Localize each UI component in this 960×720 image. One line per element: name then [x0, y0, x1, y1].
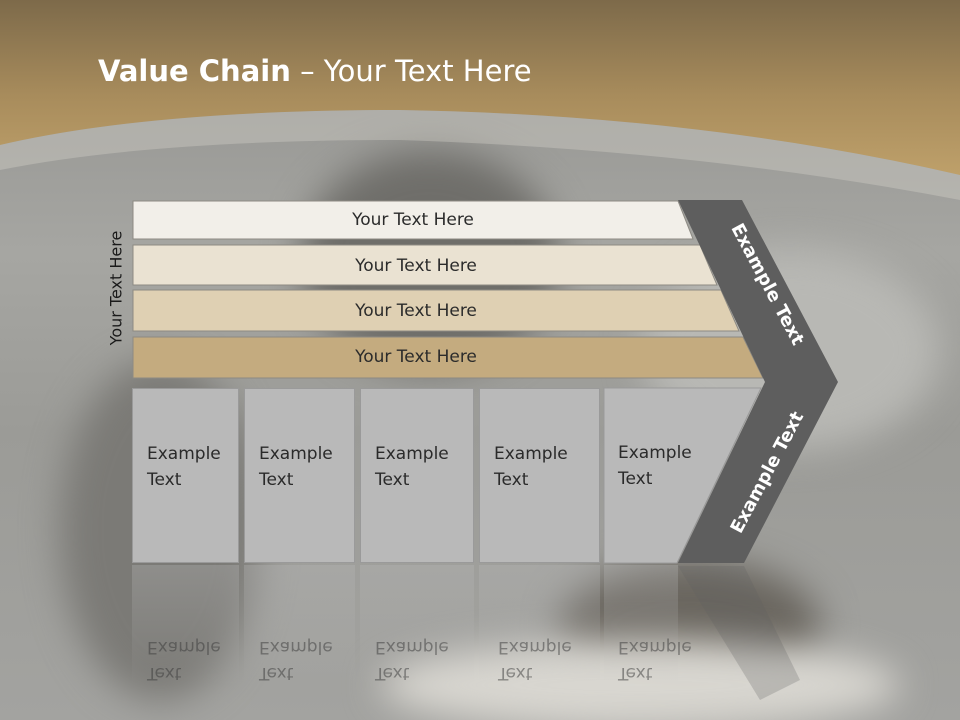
box-reflection [360, 565, 474, 685]
box-reflection [132, 565, 239, 685]
band-label: Your Text Here [352, 210, 474, 230]
box-reflection [244, 565, 355, 685]
activity-box-5: Example Text [604, 388, 714, 563]
chevron-reflection [678, 566, 800, 700]
band-label: Your Text Here [355, 301, 477, 321]
header-band [0, 0, 960, 200]
box-line1: Example [259, 444, 333, 464]
band-label: Your Text Here [355, 347, 477, 367]
band-shape-1 [132, 200, 694, 240]
band-shape-3 [132, 289, 740, 332]
band-shape-4 [132, 336, 764, 379]
band-3: Your Text Here [133, 292, 699, 330]
box-line1: Example [618, 443, 692, 463]
box-shape-5 [603, 387, 762, 564]
chevron-arrow [678, 200, 838, 563]
box-line2: Text [375, 470, 410, 490]
box-line2: Text [147, 470, 182, 490]
box-line1: Example [494, 444, 568, 464]
box-line2: Text [259, 470, 294, 490]
side-label: Your Text Here [106, 230, 126, 346]
band-4: Your Text Here [133, 338, 699, 376]
box-line1: Example [375, 444, 449, 464]
title-bold: Value Chain [98, 54, 291, 88]
box-line1: Example [147, 444, 221, 464]
band-2: Your Text Here [133, 247, 699, 285]
box-line2: Text [618, 469, 653, 489]
band-label: Your Text Here [355, 256, 477, 276]
activity-box-4: Example Text [479, 388, 600, 563]
background-photo-shape [380, 640, 900, 720]
title-rest: – Your Text Here [290, 54, 532, 88]
box-line2: Text [494, 470, 529, 490]
slide-title: Value Chain – Your Text Here [98, 54, 532, 88]
activity-box-1: Example Text [132, 388, 239, 563]
band-1: Your Text Here [133, 201, 693, 239]
activity-box-2: Example Text [244, 388, 355, 563]
box-reflection [604, 565, 678, 685]
band-shape-2 [132, 244, 718, 286]
activity-box-3: Example Text [360, 388, 474, 563]
box-reflection [479, 565, 600, 685]
